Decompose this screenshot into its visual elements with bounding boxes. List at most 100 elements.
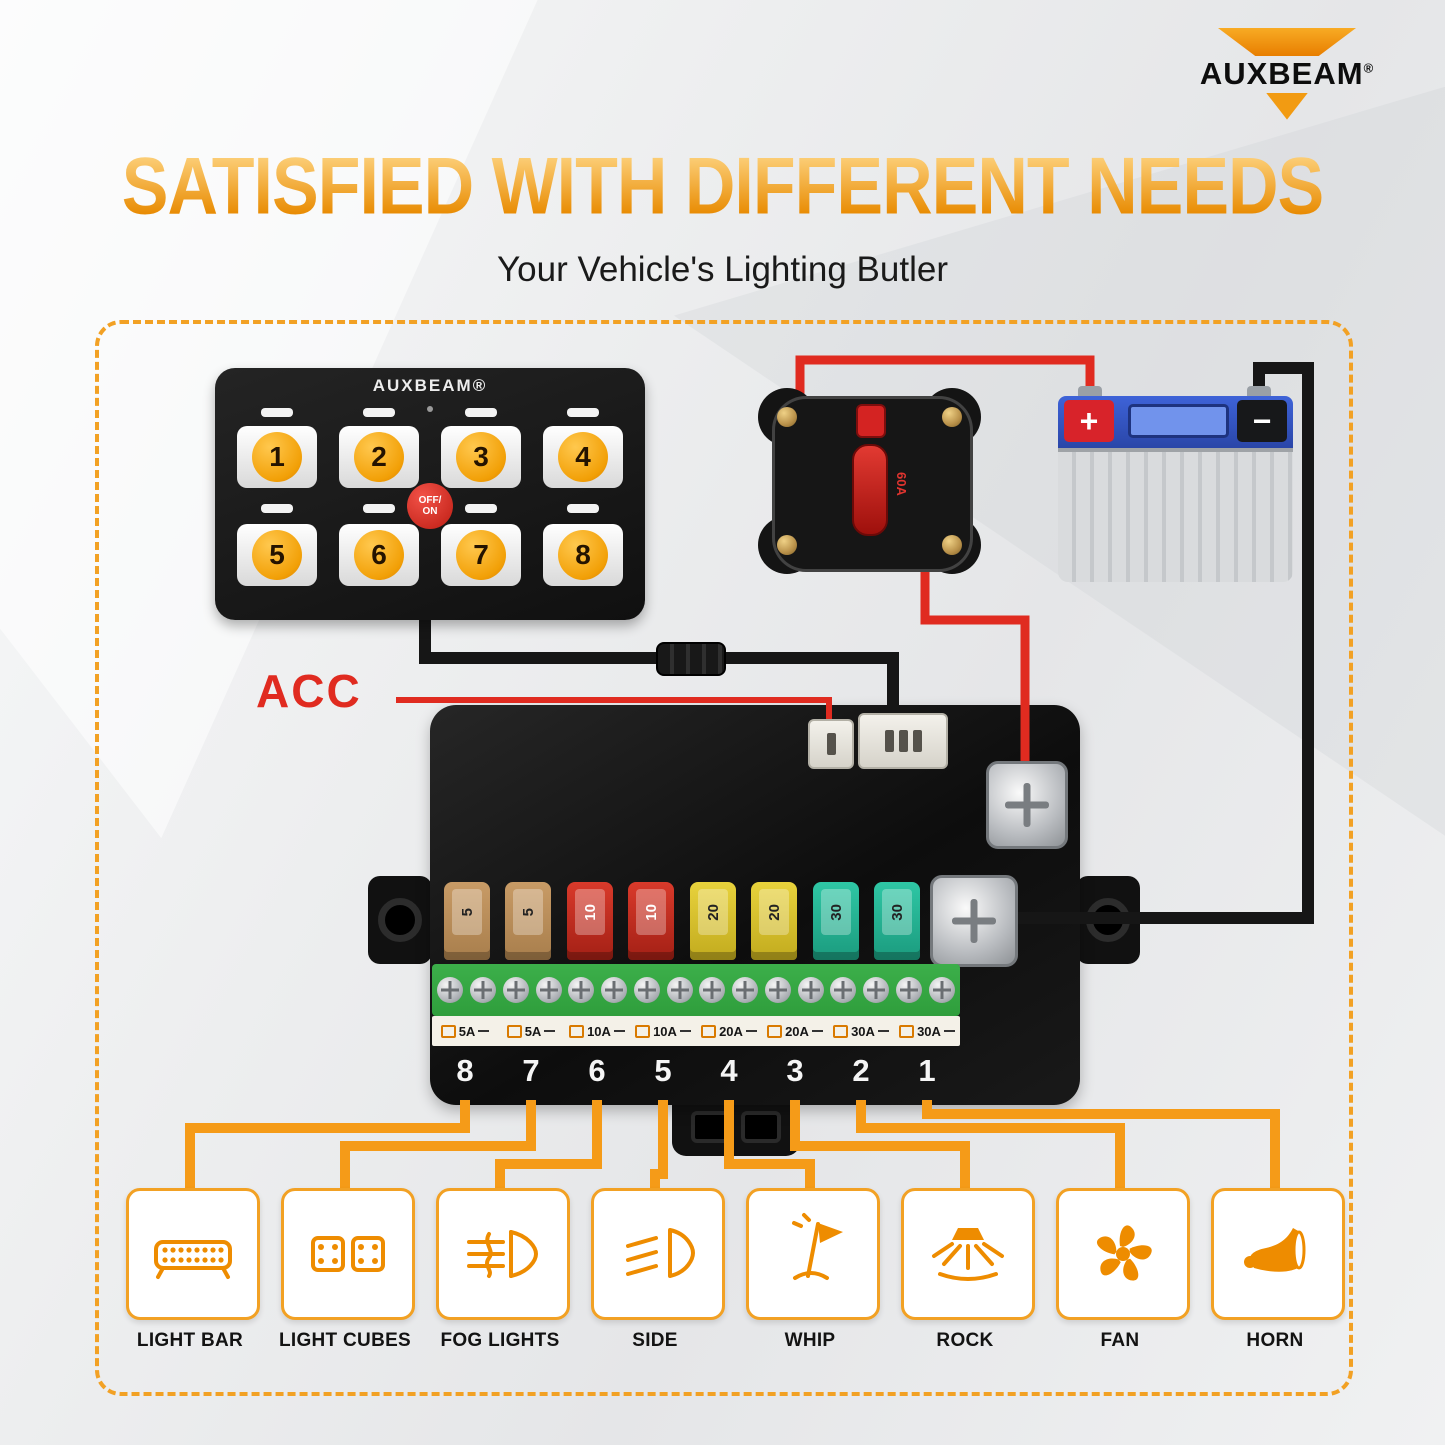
fuse-window: 10 — [636, 889, 666, 935]
output-label: WHIP — [784, 1330, 836, 1351]
terminal-screw — [732, 977, 759, 1003]
fuse-rating: 5 — [519, 907, 537, 917]
breaker-screw — [777, 535, 797, 555]
terminal-screw — [535, 977, 562, 1003]
panel-button-7: 7 — [441, 524, 521, 586]
rating-line — [811, 1030, 823, 1032]
power-terminal-negative — [930, 875, 1018, 967]
rating-label: 30A — [851, 1023, 875, 1039]
fuse-glyph-icon — [899, 1024, 915, 1038]
panel-button-1: 1 — [237, 426, 317, 488]
wire-output-1 — [922, 1100, 1280, 1192]
wire-acc — [396, 697, 832, 727]
rating-line — [679, 1030, 691, 1032]
page-subtitle: Your Vehicle's Lighting Butler — [497, 250, 948, 289]
fuse-window: 10 — [575, 889, 605, 935]
rating-line — [745, 1030, 757, 1032]
light-cubes-icon — [311, 1236, 385, 1272]
logo-registered-mark: ® — [1363, 60, 1375, 76]
channel-number: 6 — [588, 1053, 606, 1088]
channel-number: 7 — [522, 1053, 540, 1088]
panel-button-4: 4 — [543, 426, 623, 488]
rating-label: 5A — [458, 1023, 476, 1039]
panel-cable-connector — [858, 713, 948, 769]
channel-number: 2 — [852, 1053, 870, 1088]
page-title: SATISFIED WITH DIFFERENT NEEDS — [0, 140, 1445, 232]
output-label: HORN — [1246, 1330, 1304, 1351]
terminal-screw — [764, 977, 791, 1003]
output-box-whip — [746, 1188, 880, 1320]
panel-indicator-bar — [363, 408, 395, 417]
panel-sensor-dot — [427, 406, 433, 412]
rating-label: 20A — [785, 1023, 809, 1039]
panel-button-2: 2 — [339, 426, 419, 488]
fuse-rating: 20 — [704, 903, 722, 921]
output-label: LIGHT CUBES — [278, 1330, 412, 1351]
rating-label: 30A — [917, 1023, 941, 1039]
panel-indicator-bar — [567, 408, 599, 417]
terminal-screw — [601, 977, 628, 1003]
acc-label: ACC — [256, 665, 362, 717]
rating-line — [478, 1030, 490, 1032]
rating-cell: 10A — [630, 1016, 696, 1046]
wire-output-2 — [856, 1100, 1125, 1192]
wire-output-3 — [790, 1100, 970, 1192]
auxbeam-logo: AUXBEAM® — [1179, 28, 1395, 120]
panel-button-number: 3 — [456, 432, 506, 482]
connector-pin-slot — [826, 733, 836, 755]
fuse-glyph-icon — [767, 1024, 783, 1038]
fuse-window: 30 — [821, 889, 851, 935]
terminal-screw — [633, 977, 660, 1003]
panel-indicator-bar — [465, 408, 497, 417]
fuse-glyph-icon — [506, 1024, 522, 1038]
rating-cell: 5A — [432, 1016, 498, 1046]
fuse-rating: 5 — [458, 907, 476, 917]
rating-label: 10A — [587, 1023, 611, 1039]
output-box-fan — [1056, 1188, 1190, 1320]
terminal-screw-head — [951, 898, 997, 944]
output-box-light-cubes — [281, 1188, 415, 1320]
panel-button-number: 7 — [456, 530, 506, 580]
logo-wordmark: AUXBEAM® — [1179, 56, 1395, 92]
channel-number: 1 — [918, 1053, 936, 1088]
fuse-window: 20 — [698, 889, 728, 935]
rating-line — [544, 1030, 556, 1032]
panel-button-number: 4 — [558, 432, 608, 482]
terminal-screw-head — [1004, 782, 1050, 828]
panel-button-number: 8 — [558, 530, 608, 580]
power-terminal-positive — [986, 761, 1068, 849]
fuse-5a: 5 — [505, 882, 551, 960]
fuse-window: 5 — [513, 889, 543, 935]
wire-output-4 — [724, 1100, 815, 1192]
battery-handle — [1128, 404, 1229, 438]
fuse-glyph-icon — [833, 1024, 849, 1038]
fuse-30a: 30 — [874, 882, 920, 960]
channel-number: 5 — [654, 1053, 672, 1088]
panel-button-number: 2 — [354, 432, 404, 482]
mounting-ear-left — [368, 876, 432, 964]
terminal-screw — [830, 977, 857, 1003]
fuse-glyph-icon — [701, 1024, 717, 1038]
breaker-lever — [852, 444, 888, 536]
fuse-rating: 10 — [581, 903, 599, 921]
acc-connector — [808, 719, 854, 769]
battery-body — [1058, 448, 1293, 582]
channel-number: 8 — [456, 1053, 474, 1088]
breaker-rating: 60A — [894, 472, 909, 496]
rating-cell: 30A — [828, 1016, 894, 1046]
output-box-side — [591, 1188, 725, 1320]
inline-cable-connector — [656, 642, 726, 676]
channel-numbers: 8 7 6 5 4 3 2 1 — [432, 1048, 960, 1094]
rating-line — [613, 1030, 625, 1032]
rock-icon — [932, 1228, 1004, 1281]
fuse-10a: 10 — [567, 882, 613, 960]
output-box-fog-lights — [436, 1188, 570, 1320]
output-box-horn — [1211, 1188, 1345, 1320]
panel-indicator-bar — [261, 408, 293, 417]
fan-icon — [1096, 1225, 1152, 1281]
battery-negative-terminal: − — [1237, 400, 1287, 442]
output-label: ROCK — [936, 1330, 994, 1351]
wire-output-5 — [650, 1100, 668, 1192]
terminal-screw — [928, 977, 955, 1003]
terminal-screw — [470, 977, 497, 1003]
